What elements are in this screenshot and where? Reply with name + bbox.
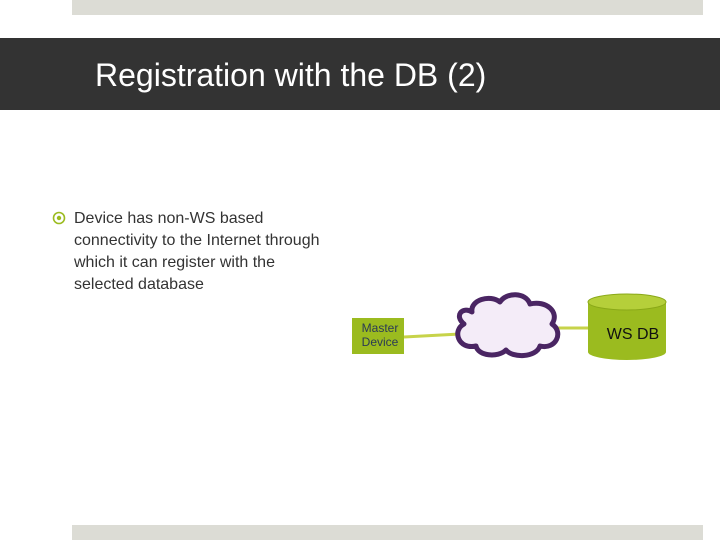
link-device-to-cloud	[403, 332, 461, 339]
database-label: WS DB	[606, 326, 660, 343]
slide-title: Registration with the DB (2)	[95, 57, 487, 93]
top-decorative-strip	[72, 0, 703, 15]
title-bar	[0, 38, 720, 110]
master-device-box	[352, 318, 404, 354]
database-cylinder-icon	[587, 293, 667, 360]
master-device-label: Master Device	[361, 321, 399, 349]
target-bullet-icon	[52, 211, 66, 225]
bullet-text: Device has non-WS based connectivity to …	[74, 210, 320, 293]
bottom-decorative-strip	[72, 525, 703, 540]
internet-cloud-icon	[455, 292, 561, 358]
